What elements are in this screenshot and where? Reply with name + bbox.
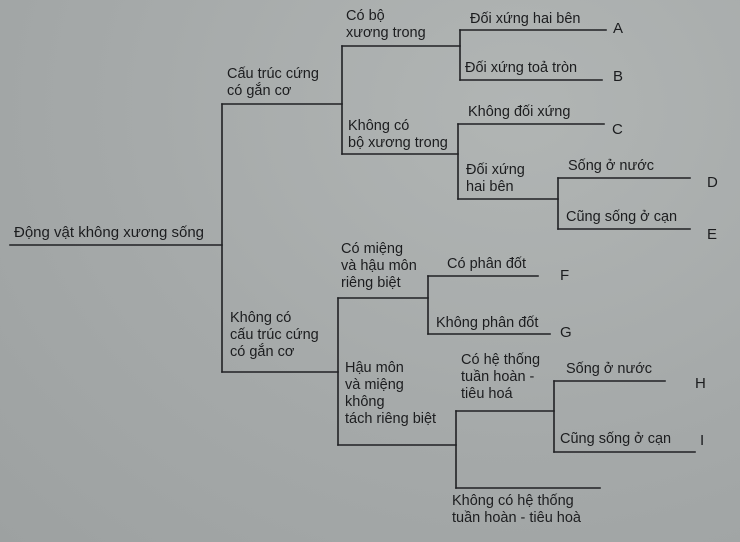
leaf-i: I [700,432,705,449]
node-aquatic-2: Sống ở nước [566,361,652,377]
node-hard-structure: Cấu trúc cứng có gắn cơ [227,66,319,99]
node-asymmetric: Không đối xứng [468,104,571,120]
leaf-b: B [613,68,624,85]
node-bilateral-1: Đối xứng hai bên [470,11,581,27]
node-no-hard-structure: Không có cấu trúc cứng có gắn cơ [230,310,319,360]
node-no-endoskeleton: Không có bộ xương trong [348,118,448,151]
node-no-circulatory: Không có hệ thống tuần hoàn - tiêu hoà [452,493,581,526]
node-circulatory: Có hệ thống tuần hoàn - tiêu hoá [461,352,541,402]
leaf-h: H [695,375,706,392]
leaf-f: F [560,267,570,284]
node-segmented: Có phân đốt [447,256,527,272]
node-endoskeleton: Có bộ xương trong [346,8,426,41]
node-separate-mouth-anus: Có miệng và hậu môn riêng biệt [341,241,417,291]
node-bilateral-2: Đối xứng hai bên [466,162,525,195]
leaf-a: A [613,20,624,37]
leaf-e: E [707,226,718,243]
leaf-c: C [612,121,623,138]
node-shared-mouth-anus: Hậu môn và miệng không tách riêng biệt [345,360,437,427]
node-terrestrial-2: Cũng sống ở cạn [560,431,672,447]
node-radial: Đối xứng toả tròn [465,60,578,76]
leaf-g: G [560,324,572,341]
node-terrestrial-1: Cũng sống ở cạn [566,209,678,225]
node-aquatic-1: Sống ở nước [568,158,654,174]
leaf-d: D [707,174,718,191]
node-unsegmented: Không phân đốt [436,315,539,331]
root-label: Động vật không xương sống [14,224,204,241]
